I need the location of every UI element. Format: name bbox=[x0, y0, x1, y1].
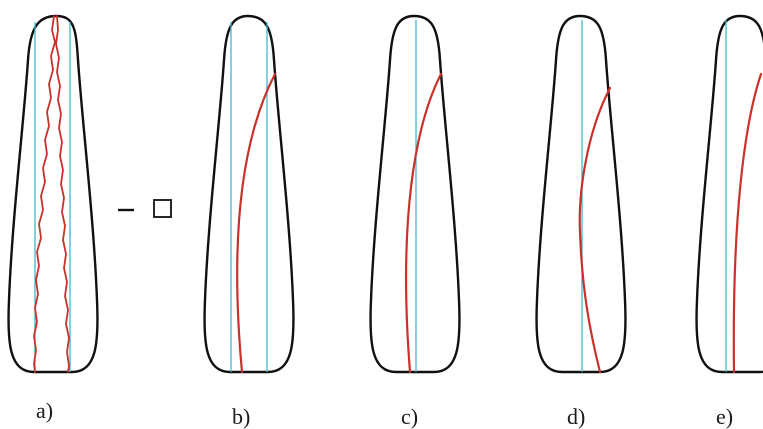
panel-c-red-curve bbox=[406, 74, 441, 372]
square-symbol-icon bbox=[154, 200, 171, 217]
panel-d: d) bbox=[536, 16, 625, 429]
panel-a-caption: a) bbox=[36, 398, 53, 423]
panel-a-right-wavy-line bbox=[56, 16, 69, 372]
panel-b: b) bbox=[204, 16, 293, 429]
panel-a-left-wavy-line bbox=[34, 16, 55, 372]
panel-c: c) bbox=[370, 16, 459, 429]
panel-e: e) bbox=[696, 16, 763, 429]
panel-c-caption: c) bbox=[401, 404, 418, 429]
panel-d-caption: d) bbox=[567, 404, 585, 429]
panel-b-outline bbox=[204, 16, 293, 372]
panel-b-caption: b) bbox=[232, 404, 250, 429]
panel-c-outline bbox=[370, 16, 459, 372]
panel-a: a) bbox=[8, 16, 97, 423]
panel-d-red-curve bbox=[580, 88, 610, 372]
panel-e-red-curve bbox=[734, 74, 761, 372]
panel-e-caption: e) bbox=[716, 404, 733, 429]
panel-e-outline bbox=[696, 16, 763, 372]
panel-b-red-curve bbox=[237, 74, 275, 372]
